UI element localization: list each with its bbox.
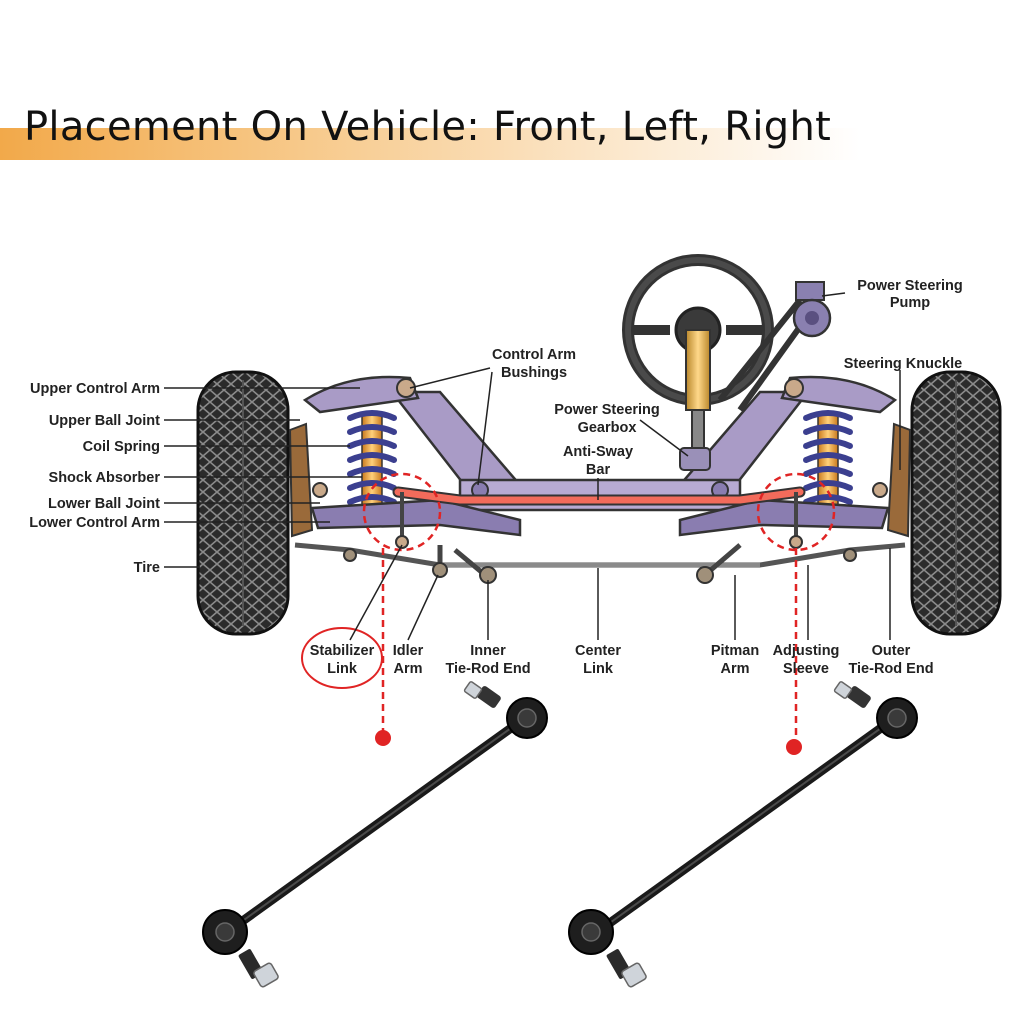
label-inner-tie-rod-end-1: Inner [470,643,506,659]
label-idler-arm-1: Idler [393,643,424,659]
label-control-arm-bushings-1: Control Arm [492,347,576,363]
label-center-link-1: Center [575,643,621,659]
label-center-link-2: Link [583,661,614,677]
label-upper-control-arm: Upper Control Arm [30,381,160,397]
label-stabilizer-link-2: Link [327,661,358,677]
label-power-steering-gearbox-2: Gearbox [578,420,637,436]
label-outer-tie-rod-end-2: Tie-Rod End [848,661,933,677]
page-title: Placement On Vehicle: Front, Left, Right [24,104,832,150]
stabilizer-highlight-marks [301,472,836,755]
label-anti-sway-bar-2: Bar [586,462,611,478]
right-lower-control-arm [678,481,890,537]
power-steering-pump [717,281,832,412]
right-tire [910,370,1002,636]
left-coil-spring [347,410,397,506]
left-steering-knuckle [288,422,314,538]
left-stabilizer-link-on-car [395,492,409,549]
label-power-steering-gearbox-1: Power Steering [554,402,660,418]
label-pitman-arm-2: Arm [720,661,749,677]
right-steering-knuckle [886,422,912,538]
label-coil-spring: Coil Spring [83,439,160,455]
label-shock-absorber: Shock Absorber [49,470,161,486]
label-tire: Tire [134,560,160,576]
leader-lines [164,292,901,641]
label-anti-sway-bar-1: Anti-Sway [563,444,633,460]
left-upper-control-arm [302,375,420,414]
stabilizer-link-product-right [568,681,918,988]
label-pitman-arm-1: Pitman [711,643,759,659]
label-steering-knuckle: Steering Knuckle [844,356,962,372]
label-lower-ball-joint: Lower Ball Joint [48,496,160,512]
label-outer-tie-rod-end-1: Outer [872,643,911,659]
label-adjusting-sleeve-2: Sleeve [783,661,829,677]
label-adjusting-sleeve-1: Adjusting [773,643,840,659]
right-stabilizer-link-on-car [789,492,803,549]
label-power-steering-pump-1: Power Steering [857,278,963,294]
label-power-steering-pump-2: Pump [890,295,930,311]
stabilizer-link-product-left [202,681,548,988]
steering-linkage [294,542,906,584]
label-control-arm-bushings-2: Bushings [501,365,567,381]
label-upper-ball-joint: Upper Ball Joint [49,413,160,429]
anti-sway-bar [392,486,806,506]
label-stabilizer-link-1: Stabilizer [310,643,375,659]
label-lower-control-arm: Lower Control Arm [29,515,160,531]
label-inner-tie-rod-end-2: Tie-Rod End [445,661,530,677]
label-idler-arm-2: Arm [393,661,422,677]
steering-column [679,329,711,471]
title-highlight-band [0,128,860,160]
right-upper-control-arm [780,375,898,414]
